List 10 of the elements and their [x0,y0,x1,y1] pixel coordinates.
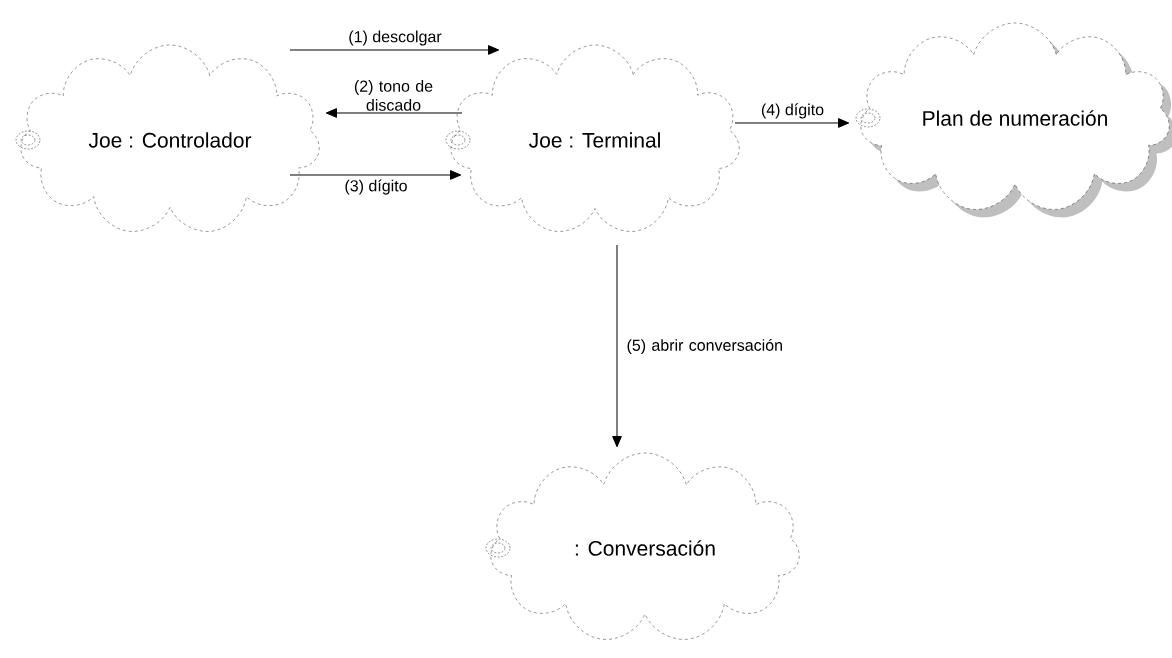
arrow [612,244,622,448]
arrow [734,118,850,128]
edge-label: (4) dígito [761,103,824,119]
arrow [289,45,500,55]
edge-label: (1) descolgar [349,30,442,46]
arrow [289,170,462,180]
arrow [325,108,463,118]
edge-label: (3) dígito [345,179,407,195]
edge-label: (5) abrir conversación [627,338,782,355]
edge-label: (2) tono de discado [354,80,433,111]
